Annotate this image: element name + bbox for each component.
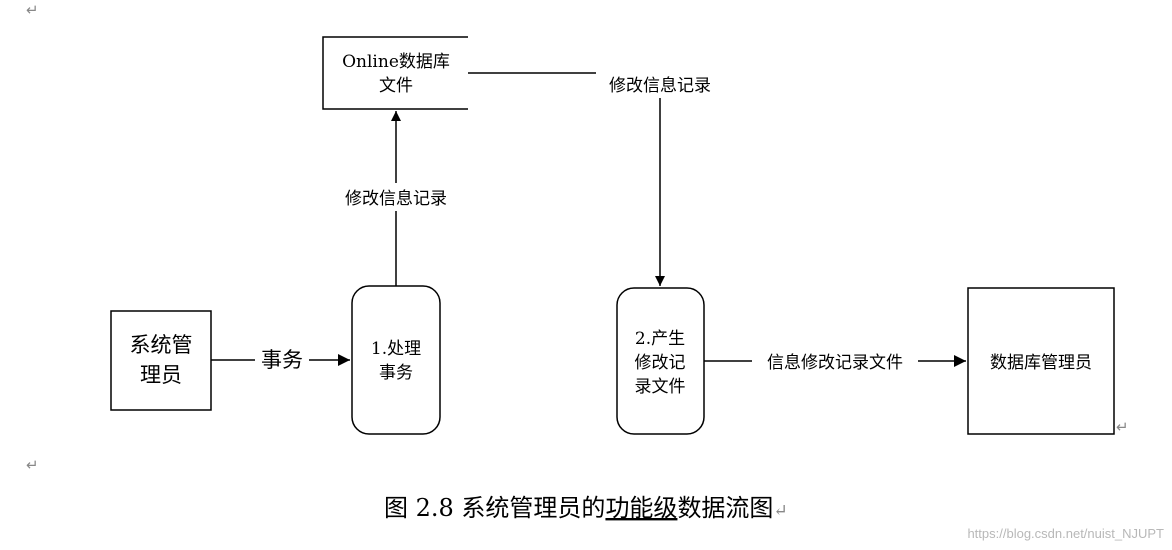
flow-admin-to-p1-label: 事务 bbox=[261, 348, 303, 372]
paragraph-mark-top: ↵ bbox=[26, 1, 39, 19]
flow-p1-to-online-db-label: 修改信息记录 bbox=[345, 189, 447, 209]
figure-caption: 图 2.8 系统管理员的功能级数据流图↵ bbox=[384, 494, 788, 522]
process-2-label: 录文件 bbox=[635, 377, 686, 397]
data-store-online-db-label: 文件 bbox=[379, 76, 413, 96]
flow-p2-to-db-admin: 信息修改记录文件 bbox=[704, 347, 966, 375]
entity-db-admin: 数据库管理员 bbox=[967, 287, 1115, 435]
watermark: https://blog.csdn.net/nuist_NJUPT bbox=[967, 526, 1164, 541]
flow-online-db-to-p2: 修改信息记录 bbox=[468, 70, 724, 286]
entity-system-admin-label: 系统管 bbox=[130, 333, 193, 357]
process-2-label: 修改记 bbox=[635, 353, 686, 373]
caption-underlined: 功能级 bbox=[605, 494, 677, 522]
entity-system-admin: 系统管 理员 bbox=[110, 310, 212, 411]
caption-paragraph-mark: ↵ bbox=[773, 501, 787, 521]
process-1-handle-transactions: 1.处理 事务 bbox=[351, 285, 441, 435]
process-1-label: 1.处理 bbox=[371, 339, 421, 359]
process-1-label: 事务 bbox=[379, 363, 413, 383]
flow-admin-to-p1: 事务 bbox=[211, 344, 350, 374]
paragraph-mark-left: ↵ bbox=[26, 456, 39, 474]
flow-p2-to-db-admin-label: 信息修改记录文件 bbox=[767, 353, 903, 373]
data-store-online-db: Online数据库 文件 bbox=[322, 36, 468, 110]
paragraph-mark-db-admin: ↵ bbox=[1116, 418, 1129, 436]
flow-p1-to-online-db: 修改信息记录 bbox=[330, 111, 462, 286]
process-2-label: 2.产生 bbox=[635, 329, 685, 349]
caption-suffix: 数据流图 bbox=[677, 494, 773, 522]
flow-online-db-to-p2-label: 修改信息记录 bbox=[609, 76, 711, 96]
process-2-generate-change-log: 2.产生 修改记 录文件 bbox=[616, 287, 705, 435]
caption-prefix: 图 2.8 系统管理员的 bbox=[384, 494, 605, 522]
data-store-online-db-label: Online数据库 bbox=[342, 52, 450, 72]
entity-db-admin-label: 数据库管理员 bbox=[990, 353, 1092, 373]
figure-caption-text: 图 2.8 系统管理员的功能级数据流图↵ bbox=[384, 494, 788, 522]
entity-system-admin-label: 理员 bbox=[140, 363, 182, 387]
